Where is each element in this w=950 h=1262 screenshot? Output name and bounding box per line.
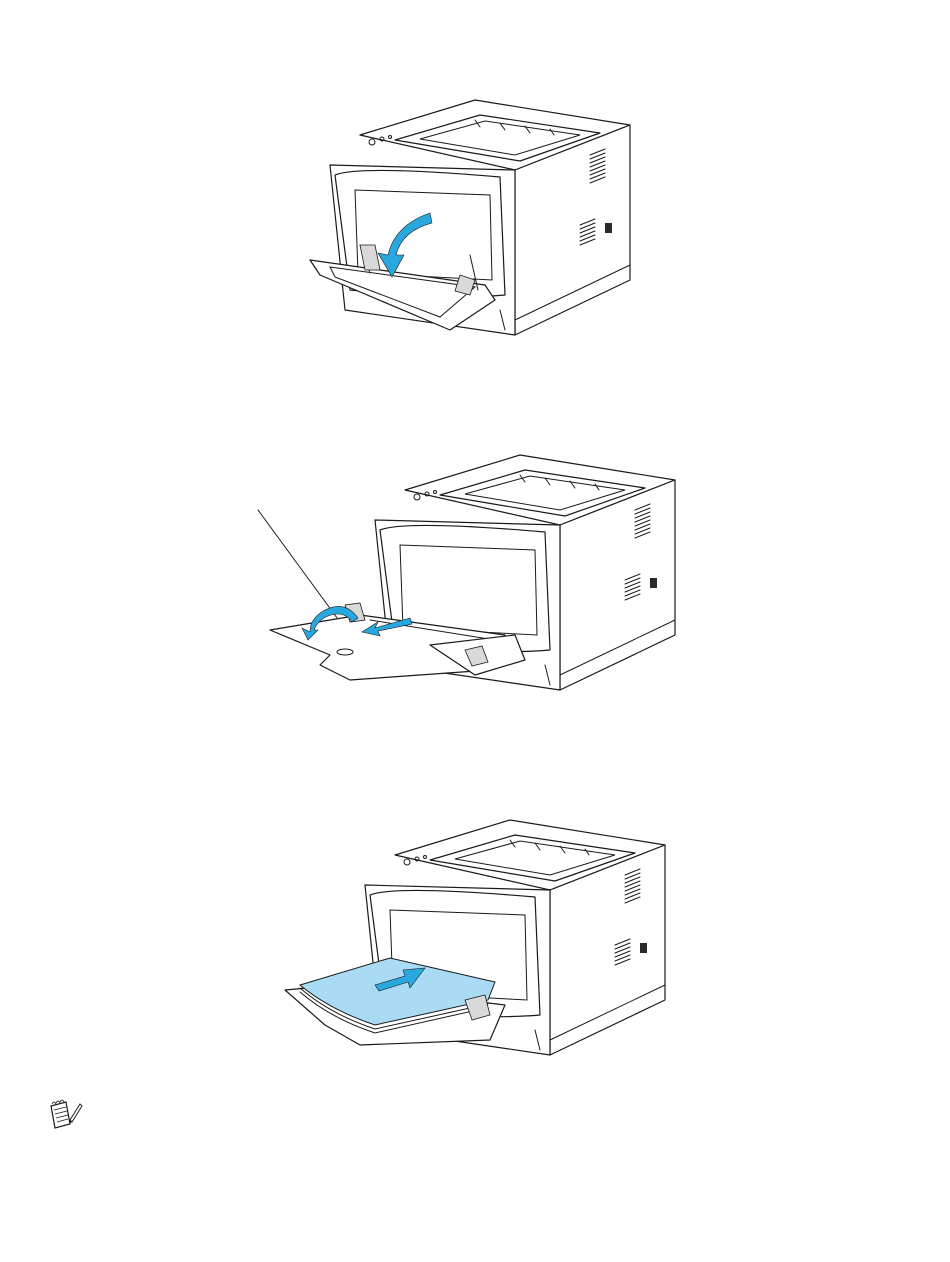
figure-unfold-support-flap [250,440,690,705]
figure-insert-paper [280,810,670,1070]
note-pencil-icon [48,1098,84,1132]
figure-open-tray [300,95,660,350]
